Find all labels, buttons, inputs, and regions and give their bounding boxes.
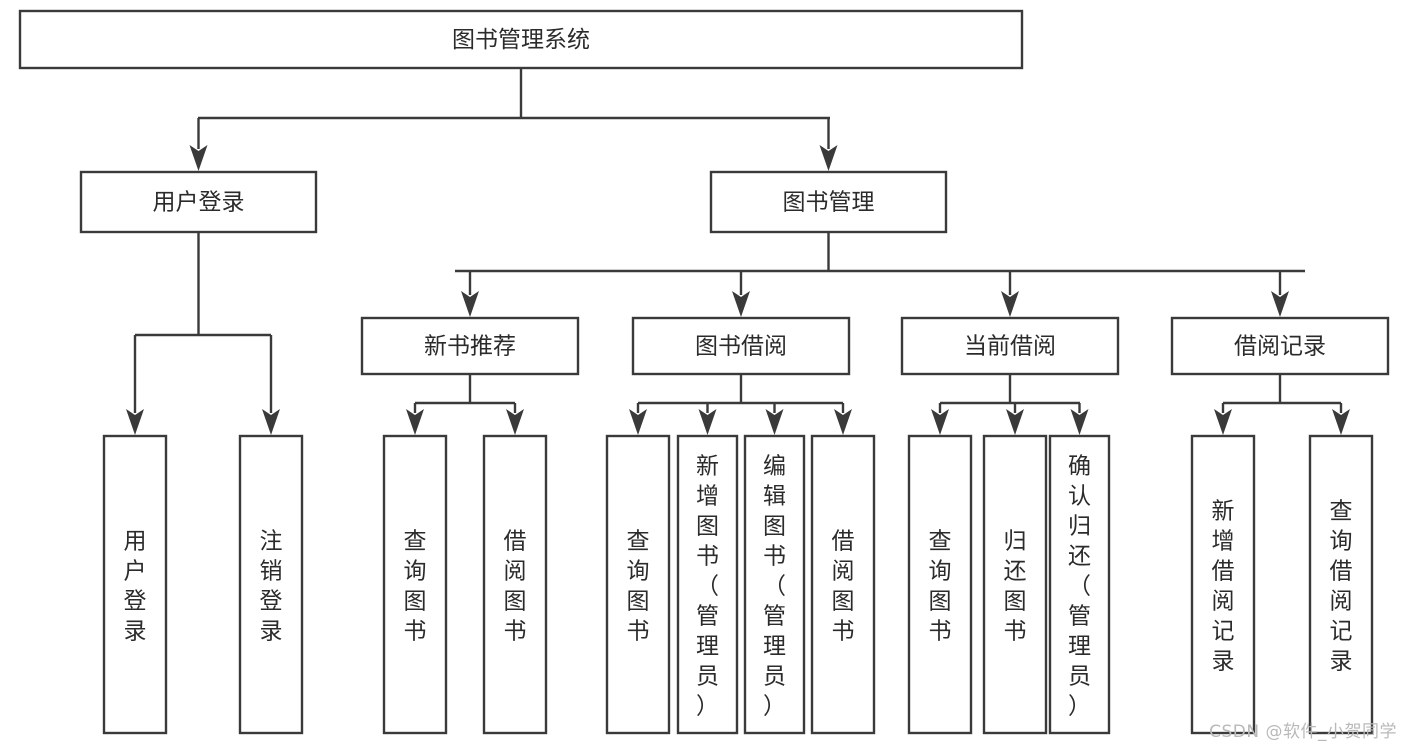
node-leaf-newbook-borrow[interactable]: 借阅图书 [482, 434, 548, 735]
node-label-leaf-record-query: 查询借阅记录 [1330, 499, 1353, 675]
node-leaf-newbook-query[interactable]: 查询图书 [382, 434, 448, 735]
node-label-leaf-current-return: 归还图书 [1004, 529, 1027, 645]
node-box-leaf-borrow-query [605, 434, 671, 735]
arrow-head-login [189, 145, 208, 171]
arrow-head-bookmgmt [819, 145, 838, 171]
arrow-head-leaf_current_return [1006, 409, 1024, 435]
watermark-label: CSDN @软件_小贺同学 [1209, 722, 1397, 742]
node-box-leaf-record-query [1308, 434, 1374, 735]
node-label-current: 当前借阅 [964, 334, 1056, 360]
node-label-leaf-borrow-do: 借阅图书 [832, 529, 855, 645]
node-leaf-borrow-add[interactable]: 新增图书（管理员） [676, 434, 739, 735]
node-box-root [18, 9, 1024, 70]
node-box-login [79, 170, 318, 234]
node-label-leaf-user-logout: 注销登录 [260, 529, 283, 645]
node-box-leaf-user-logout [238, 434, 304, 735]
arrow-head-current [1001, 291, 1019, 317]
node-box-leaf-current-query [907, 434, 973, 735]
node-current[interactable]: 当前借阅 [900, 316, 1120, 376]
arrow-head-leaf_current_query [931, 409, 949, 435]
node-leaf-user-login[interactable]: 用户登录 [102, 434, 168, 735]
node-label-leaf-record-add: 新增借阅记录 [1212, 499, 1235, 675]
node-borrow[interactable]: 图书借阅 [631, 316, 851, 376]
node-box-bookmgmt [709, 170, 948, 234]
node-box-leaf-borrow-add [676, 434, 739, 735]
node-label-newbook: 新书推荐 [424, 334, 516, 360]
node-box-current [900, 316, 1120, 376]
arrow-head-leaf_current_confirm [1070, 409, 1089, 435]
node-label-root: 图书管理系统 [452, 27, 590, 53]
arrow-head-leaf_record_query [1332, 409, 1350, 435]
node-leaf-borrow-query[interactable]: 查询图书 [605, 434, 671, 735]
node-bookmgmt[interactable]: 图书管理 [709, 170, 948, 234]
node-leaf-user-logout[interactable]: 注销登录 [238, 434, 304, 735]
node-label-leaf-user-login: 用户登录 [124, 529, 147, 645]
node-box-newbook [360, 316, 580, 376]
node-records[interactable]: 借阅记录 [1170, 316, 1390, 376]
node-leaf-record-add[interactable]: 新增借阅记录 [1190, 434, 1256, 735]
arrow-head-newbook [461, 291, 479, 317]
connector-layer [126, 68, 1350, 435]
node-label-leaf-newbook-borrow: 借阅图书 [504, 529, 527, 645]
node-label-leaf-borrow-query: 查询图书 [627, 529, 650, 645]
node-label-leaf-current-confirm: 确认归还（管理员） [1068, 454, 1091, 720]
node-box-leaf-record-add [1190, 434, 1256, 735]
arrow-head-leaf_record_add [1214, 409, 1232, 435]
arrow-head-leaf_user_logout [262, 409, 280, 435]
node-box-leaf-newbook-borrow [482, 434, 548, 735]
node-leaf-current-return[interactable]: 归还图书 [982, 434, 1048, 735]
node-leaf-current-confirm[interactable]: 确认归还（管理员） [1048, 434, 1111, 735]
node-root[interactable]: 图书管理系统 [18, 9, 1024, 70]
node-leaf-current-query[interactable]: 查询图书 [907, 434, 973, 735]
node-box-leaf-user-login [102, 434, 168, 735]
node-leaf-borrow-edit[interactable]: 编辑图书（管理员） [743, 434, 806, 735]
node-box-leaf-current-return [982, 434, 1048, 735]
arrow-head-leaf_user_login [126, 409, 144, 435]
node-box-leaf-borrow-edit [743, 434, 806, 735]
node-login[interactable]: 用户登录 [79, 170, 318, 234]
arrow-head-leaf_newbook_query [406, 409, 424, 435]
arrow-head-leaf_borrow_add [698, 409, 717, 435]
arrow-head-leaf_newbook_borrow [506, 409, 524, 435]
node-label-leaf-borrow-add: 新增图书（管理员） [696, 454, 719, 720]
node-label-borrow: 图书借阅 [695, 334, 787, 360]
node-box-borrow [631, 316, 851, 376]
node-box-leaf-borrow-do [810, 434, 876, 735]
node-label-bookmgmt: 图书管理 [783, 190, 875, 216]
node-leaf-record-query[interactable]: 查询借阅记录 [1308, 434, 1374, 735]
node-label-leaf-borrow-edit: 编辑图书（管理员） [763, 454, 786, 720]
arrow-head-leaf_borrow_do [834, 409, 852, 435]
arrow-head-leaf_borrow_edit [765, 409, 784, 435]
node-leaf-borrow-do[interactable]: 借阅图书 [810, 434, 876, 735]
node-label-login: 用户登录 [153, 190, 245, 216]
node-label-leaf-newbook-query: 查询图书 [404, 529, 427, 645]
node-label-records: 借阅记录 [1234, 334, 1326, 360]
node-box-leaf-current-confirm [1048, 434, 1111, 735]
node-box-leaf-newbook-query [382, 434, 448, 735]
arrow-head-borrow [732, 291, 750, 317]
arrow-head-leaf_borrow_query [629, 409, 647, 435]
node-label-leaf-current-query: 查询图书 [929, 529, 952, 645]
node-box-records [1170, 316, 1390, 376]
node-layer: 图书管理系统用户登录图书管理新书推荐图书借阅当前借阅借阅记录用户登录注销登录查询… [18, 9, 1390, 735]
node-newbook[interactable]: 新书推荐 [360, 316, 580, 376]
arrow-head-records [1271, 291, 1289, 317]
